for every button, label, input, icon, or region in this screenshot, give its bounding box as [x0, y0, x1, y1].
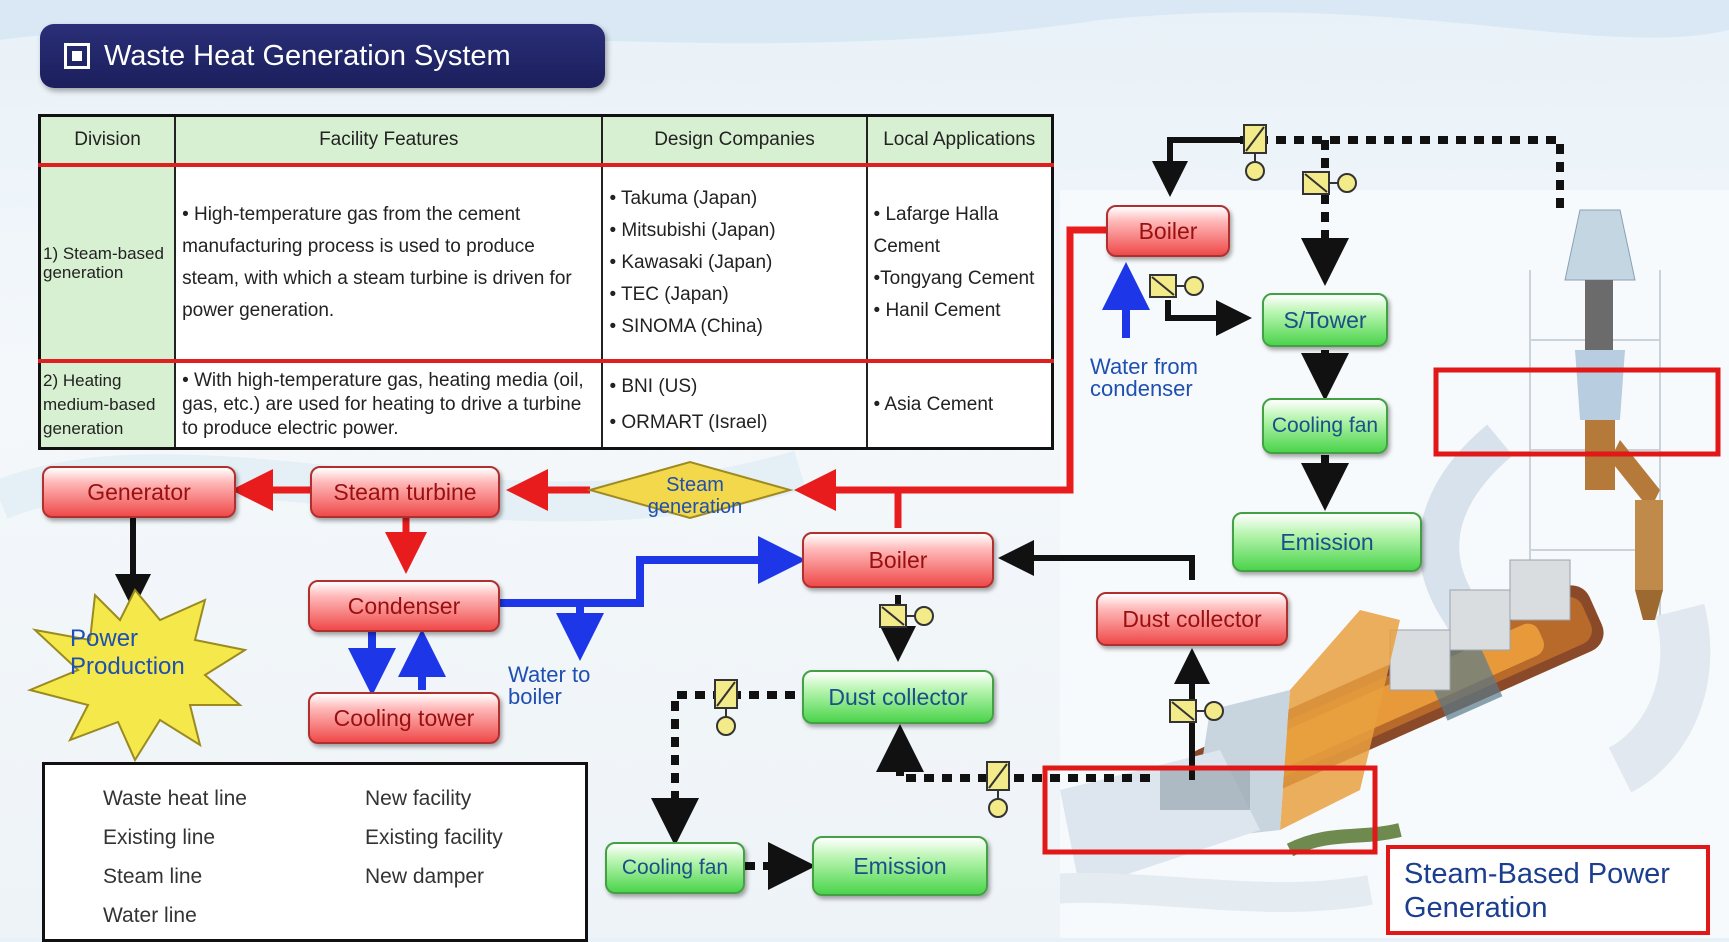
emission-low-box: Emission: [812, 836, 988, 896]
table-row: 1) Steam-based generation • High-tempera…: [38, 163, 1054, 362]
dust-collector-new-box: Dust collector: [1096, 592, 1288, 646]
table-header: Local Applications: [865, 114, 1054, 166]
boiler-main-box: Boiler: [802, 532, 994, 588]
cooling-fan-top-box: Cooling fan: [1262, 398, 1388, 454]
application-item: • Lafarge Halla Cement: [873, 204, 999, 257]
table-cell-division: 1) Steam-based generation: [38, 163, 177, 362]
application-item: • Asia Cement: [873, 394, 994, 415]
table-cell-companies: • Takuma (Japan) • Mitsubishi (Japan) • …: [601, 163, 868, 362]
legend-existing-line: Existing line: [103, 826, 216, 849]
legend-new-facility: New facility: [365, 787, 472, 810]
legend-steam-line: Steam line: [103, 865, 203, 888]
cooling-fan-low-box: Cooling fan: [605, 842, 745, 894]
legend-existing-facility: Existing facility: [365, 826, 503, 849]
table-header: Design Companies: [601, 114, 868, 166]
highlight-kiln: [1042, 765, 1378, 855]
table-header-row: Division Facility Features Design Compan…: [38, 114, 1054, 166]
water-from-condenser-label: Water from condenser: [1090, 354, 1198, 401]
highlight-preheater: [1433, 367, 1721, 457]
square-bullet-icon: [64, 43, 90, 69]
steam-generation-label: Steam generation: [647, 474, 743, 518]
steam-generation-diamond: [586, 460, 794, 520]
table-cell-features: • With high-temperature gas, heating med…: [174, 359, 604, 450]
table-header: Facility Features: [174, 114, 604, 166]
caption-box: Steam-Based Power Generation: [1386, 845, 1710, 935]
damper-icons: [714, 124, 1357, 818]
company-item: • Mitsubishi (Japan): [609, 220, 776, 241]
cooling-tower-box: Cooling tower: [308, 692, 500, 744]
generator-box: Generator: [42, 466, 236, 518]
table-cell-features: • High-temperature gas from the cement m…: [174, 163, 604, 362]
table-row: 2) Heating medium-based generation • Wit…: [38, 359, 1054, 450]
application-item: • Hanil Cement: [873, 300, 1001, 321]
condenser-box: Condenser: [308, 580, 500, 632]
legend-water-line: Water line: [103, 904, 197, 927]
power-production-label: Power Production: [70, 625, 185, 680]
table-cell-division: 2) Heating medium-based generation: [38, 359, 177, 450]
application-item: •Tongyang Cement: [873, 268, 1035, 289]
company-item: • ORMART (Israel): [609, 412, 768, 433]
table-header: Division: [38, 114, 177, 166]
emission-top-box: Emission: [1232, 512, 1422, 572]
s-tower-box: S/Tower: [1262, 293, 1388, 347]
page-title: Waste Heat Generation System: [104, 39, 511, 72]
cement-plant-illustration: [1060, 190, 1729, 938]
water-to-boiler-label: Water to boiler: [508, 662, 591, 709]
legend: Waste heat line Existing line Steam line…: [42, 762, 588, 942]
legend-waste-heat-line: Waste heat line: [103, 787, 247, 810]
company-item: • TEC (Japan): [609, 284, 729, 305]
steam-turbine-box: Steam turbine: [310, 466, 500, 518]
table-cell-applications: • Asia Cement: [865, 359, 1054, 450]
table-cell-companies: • BNI (US) • ORMART (Israel): [601, 359, 868, 450]
table-cell-applications: • Lafarge Halla Cement •Tongyang Cement …: [865, 163, 1054, 362]
legend-new-damper: New damper: [365, 865, 485, 888]
title-banner: Waste Heat Generation System: [40, 24, 605, 88]
power-production-burst: [26, 588, 248, 763]
company-item: • Takuma (Japan): [609, 188, 758, 209]
company-item: • SINOMA (China): [609, 316, 763, 337]
company-item: • Kawasaki (Japan): [609, 252, 773, 273]
dust-collector-existing-box: Dust collector: [802, 670, 994, 724]
boiler-top-box: Boiler: [1106, 205, 1230, 257]
comparison-table: Division Facility Features Design Compan…: [38, 114, 1054, 450]
company-item: • BNI (US): [609, 376, 698, 397]
